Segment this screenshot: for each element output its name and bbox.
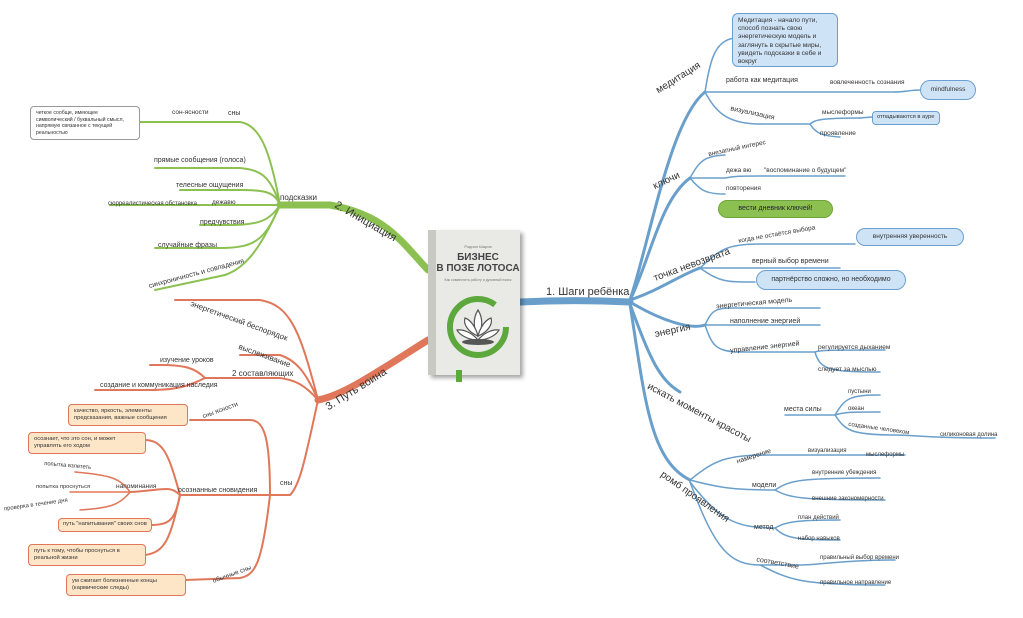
node-creation: создание и коммуникация наследия [100, 382, 218, 389]
node-right-time: верный выбор времени [752, 258, 829, 265]
node-follows-thought: следует за мыслью [818, 366, 877, 373]
node-hints: подсказки [280, 193, 317, 202]
node-diary: вести дневник ключей! [718, 200, 833, 218]
node-random-phrases: случайные фразы [158, 242, 217, 249]
aware-note: осознает, что это сон, и может управлять… [28, 432, 146, 454]
book-author: Родион Шаров [464, 244, 492, 249]
node-power-places: места силы [784, 406, 822, 413]
node-method: метод [754, 524, 774, 531]
node-try-wake: попытка проснуться [36, 484, 91, 490]
node-silicon-valley: силиконовая долина [940, 432, 998, 438]
node-direct-messages: прямые сообщения (голоса) [154, 157, 246, 164]
node-energy-filling: наполнение энергией [730, 318, 801, 325]
node-study-lessons: изучение уроков [160, 357, 214, 364]
node-models: модели [752, 482, 777, 489]
ordinary-note: ум сжигает болезненные концы (кармически… [66, 574, 186, 596]
node-bodily: телесные ощущения [176, 182, 244, 189]
connector-no-return [628, 266, 702, 302]
node-repeats: повторения [726, 185, 761, 192]
connector-keys [628, 176, 692, 302]
node-skills: набор навыков [798, 536, 840, 542]
node-breath: регулируется дыханием [818, 344, 891, 351]
node-manifestation: проявление [820, 130, 856, 137]
node-involvement: вовлеченность сознания [830, 79, 905, 86]
node-forebodings: предчувствия [200, 219, 245, 226]
connector-steps-trunk [516, 297, 634, 306]
node-future-memory: "воспоминание о будущем" [764, 167, 847, 174]
node-init-dreams: сны [228, 110, 241, 117]
node-ocean: океан [848, 406, 865, 412]
node-thoughtforms-2: мыслеформы [866, 452, 905, 458]
node-reminders: напоминания [116, 483, 157, 490]
book-subtitle: Как совместить работу и духовный поиск [444, 278, 512, 282]
node-inner-confidence: внутренняя уверенность [856, 228, 964, 246]
wake-note: путь к тому, чтобы проснуться в реальной… [28, 544, 146, 566]
meditation-note: Медитация - начало пути, способ познать … [732, 13, 838, 67]
node-warrior-dreams: сны [280, 480, 293, 487]
node-init-clarity-dreams: сон-ясности [172, 109, 209, 116]
node-thoughtforms: мыслеформы [822, 109, 864, 116]
node-desert: пустыни [848, 389, 871, 395]
connector-warrior-trunk [314, 336, 432, 404]
connector-meditation [628, 90, 707, 302]
node-work-as-meditation: работа как медитация [726, 77, 798, 84]
warrior-clarity-note: качество, яркость, элементы предсказания… [68, 404, 188, 426]
node-beliefs: внутренние убеждения [812, 470, 877, 476]
node-aura: отпадываются в ауре [872, 111, 940, 125]
book-cover: Родион Шаров БИЗНЕС В ПОЗЕ ЛОТОСА Как со… [428, 230, 520, 375]
node-two-components: 2 составляющих [232, 369, 294, 378]
node-surreal: сюрреалистическая обстановка [108, 201, 197, 207]
node-init-dejavu: дежавю [212, 199, 236, 206]
sleep-shortcut: путь "напитывания" своих снов [58, 518, 152, 532]
branch-steps-title: 1. Шаги ребёнка [546, 286, 630, 298]
node-conscious-dreams: осознанные сновидения [178, 487, 258, 494]
connector-energy [628, 300, 707, 328]
node-visualization-2: визуализация [808, 448, 847, 454]
node-time-choice: правильный выбор времени [820, 555, 899, 561]
init-clarity-note: четкое сообще, имеющее символический / б… [30, 106, 140, 140]
book-bookmark [456, 370, 462, 382]
connector-manifest [628, 302, 692, 482]
node-plan: план действий [798, 515, 839, 521]
node-partnership: партнёрство сложно, но необходимо [756, 270, 906, 290]
lotus-icon [447, 296, 509, 358]
book-title: БИЗНЕС В ПОЗЕ ЛОТОСА [436, 252, 520, 274]
node-mindfulness: mindfulness [920, 80, 976, 100]
node-dejavu: дежа вю [726, 167, 752, 174]
node-direction: правильное направление [820, 580, 892, 586]
connector-beauty [628, 302, 682, 394]
node-patterns: внешние закономерности [812, 496, 884, 502]
connector-initiation-trunk [276, 201, 432, 274]
